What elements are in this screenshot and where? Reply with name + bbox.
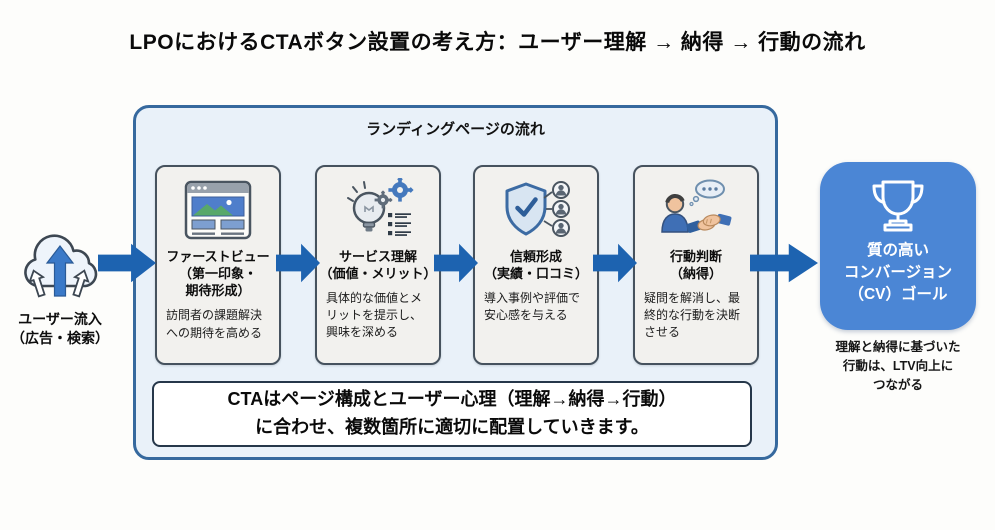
step-title: ファーストビュー （第一印象・ 期待形成） (166, 249, 270, 299)
conversion-goal-box: 質の高い コンバージョン （CV）ゴール (820, 162, 976, 330)
user-inflow-group: ユーザー流入 （広告・検索） (0, 226, 120, 348)
cloud-upload-arrows-icon (24, 234, 98, 298)
goal-caption: 理解と納得に基づいた 行動は、LTV向上に つながる (835, 340, 961, 392)
trophy-icon (872, 180, 924, 232)
cta-note-text: CTAはページ構成とユーザー心理（理解→納得→行動） に合わせ、複数箇所に適切に… (227, 389, 677, 437)
step-card-trust-building: 信頼形成 （実績・口コミ） 導入事例や評価で安心感を与える (473, 165, 599, 365)
step-body: 具体的な価値とメリットを提示し、興味を深める (326, 291, 423, 340)
step-title: サービス理解 （価値・メリット） (319, 249, 437, 282)
step-card-first-view: ファーストビュー （第一印象・ 期待形成） 訪問者の課題解決への期待を高める (155, 165, 281, 365)
cta-note-box: CTAはページ構成とユーザー心理（理解→納得→行動） に合わせ、複数箇所に適切に… (152, 381, 752, 447)
step-body: 訪問者の課題解決への期待を高める (166, 308, 263, 340)
idea-bulb-gears-icon (347, 178, 414, 236)
person-thought-handshake-icon (661, 179, 732, 233)
step-title: 行動判断 （納得） (669, 249, 722, 282)
step-title: 信頼形成 （実績・口コミ） (483, 249, 588, 282)
step-body: 導入事例や評価で安心感を与える (484, 291, 581, 323)
browser-firstview-icon (184, 180, 252, 240)
step-card-service-understanding: サービス理解 （価値・メリット） 具体的な価値とメリットを提示し、興味を深める (315, 165, 441, 365)
step-card-action-decision: 行動判断 （納得） 疑問を解消し、最終的な行動を決断させる (633, 165, 759, 365)
user-inflow-label: ユーザー流入 （広告・検索） (11, 311, 109, 346)
shield-check-users-icon (505, 181, 570, 237)
conversion-goal-label: 質の高い コンバージョン （CV）ゴール (843, 242, 953, 303)
page-title: LPOにおけるCTAボタン設置の考え方：ユーザー理解 → 納得 → 行動の流れ (129, 31, 866, 54)
flow-header: ランディングページの流れ (366, 121, 545, 138)
step-body: 疑問を解消し、最終的な行動を決断させる (644, 291, 741, 340)
